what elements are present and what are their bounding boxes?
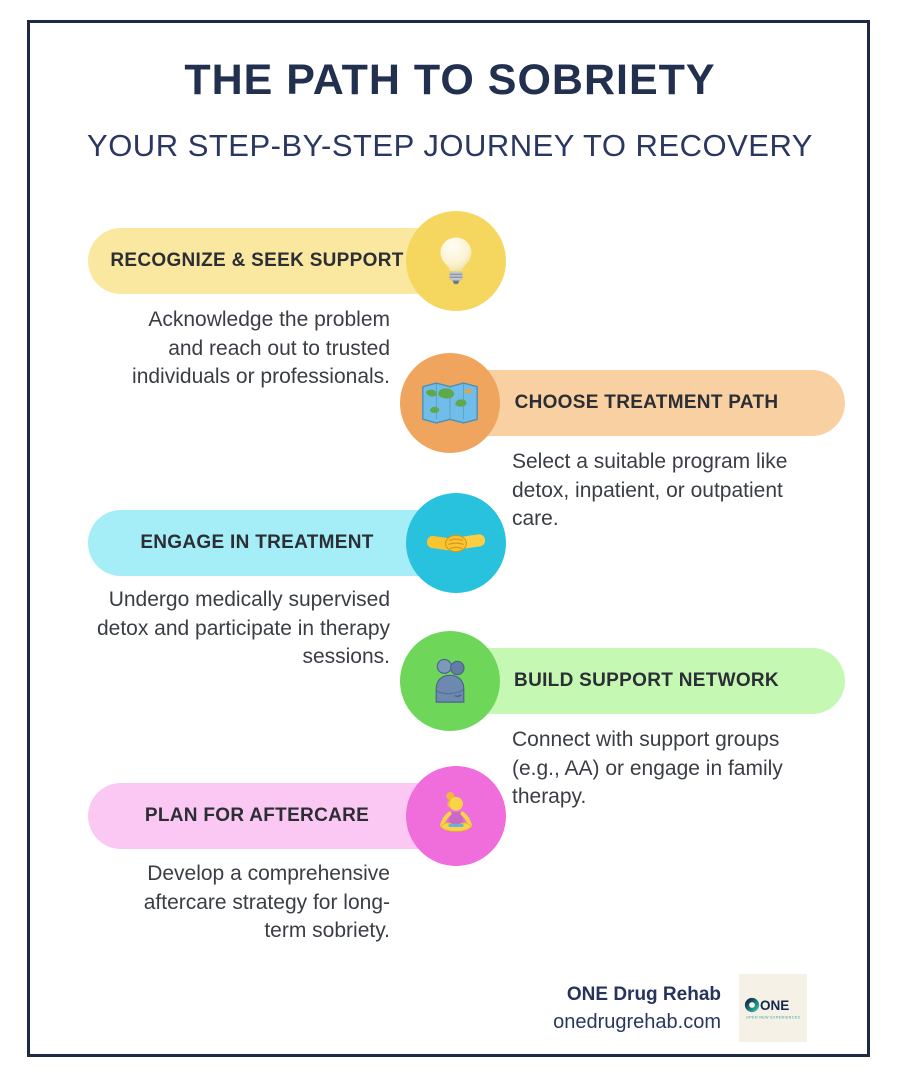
people-hugging-icon [424,655,476,707]
step-icon-circle [400,631,500,731]
step-description: Connect with support groups (e.g., AA) o… [512,728,783,809]
one-logo-tagline: OPEN NEW EXPERIENCES [746,1016,801,1020]
one-logo-ring-icon [744,997,760,1013]
brand-name: ONE Drug Rehab [566,984,721,1005]
step-icon-circle [406,766,506,866]
step-label-pill: CHOOSE TREATMENT PATH [448,370,845,436]
brand-website: onedrugrehab.com [553,1011,721,1033]
step-description: Develop a comprehensive aftercare strate… [143,862,390,943]
lotus-person-icon [430,790,482,842]
footer-brand-block: ONE Drug Rehab onedrugrehab.com [553,984,721,1034]
step-label-pill: ENGAGE IN TREATMENT [88,510,456,576]
step-label-pill: RECOGNIZE & SEEK SUPPORT [88,228,456,294]
world-map-icon [421,380,479,426]
one-logo-badge: ONE OPEN NEW EXPERIENCES [739,974,807,1042]
page-subtitle: YOUR STEP-BY-STEP JOURNEY TO RECOVERY [87,128,813,163]
step-description: Acknowledge the problem and reach out to… [132,308,390,389]
step-icon-circle [406,211,506,311]
lightbulb-icon [430,235,482,287]
one-logo-text: ONE [760,998,789,1013]
step-icon-circle [400,353,500,453]
step-description: Undergo medically supervised detox and p… [96,588,390,669]
page-title: THE PATH TO SOBRIETY [184,56,716,104]
step-icon-circle [406,493,506,593]
handshake-icon [427,524,485,563]
step-description: Select a suitable program like detox, in… [512,450,788,531]
step-label-pill: BUILD SUPPORT NETWORK [448,648,845,714]
page-border-frame [27,20,870,1057]
step-label-pill: PLAN FOR AFTERCARE [88,783,456,849]
